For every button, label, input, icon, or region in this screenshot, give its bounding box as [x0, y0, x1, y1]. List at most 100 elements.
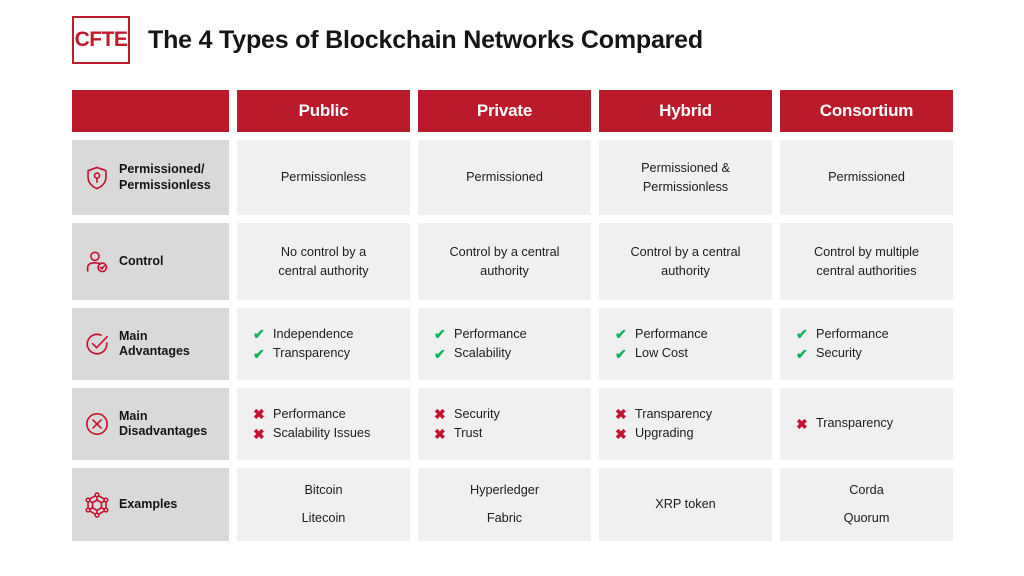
cell-permissioned-permissionless-public: Permissionless — [237, 140, 410, 215]
cell-line: Quorum — [843, 510, 890, 525]
bullet-item: ✖ Security — [434, 405, 500, 424]
cell-examples-hybrid: XRP token — [599, 468, 772, 541]
row-label-text: Permissioned/ Permissionless — [119, 162, 211, 192]
x-circle-icon — [86, 413, 108, 435]
bullet-item: ✖ Performance — [253, 405, 346, 424]
check-icon: ✔ — [615, 345, 627, 362]
header: CFTE The 4 Types of Blockchain Networks … — [72, 16, 703, 64]
cross-icon: ✖ — [796, 415, 808, 432]
check-icon: ✔ — [253, 326, 265, 343]
cell-line: No control by a — [280, 245, 367, 260]
cell-line: authority — [480, 263, 529, 278]
cell-permissioned-permissionless-hybrid: Permissioned & Permissionless — [599, 140, 772, 215]
cell-line: Permissionless — [280, 170, 367, 185]
bullet-label: Security — [454, 406, 500, 421]
cross-icon: ✖ — [615, 406, 627, 423]
cell-line: Control by a central — [630, 245, 741, 260]
row-label-main-disadvantages: Main Disadvantages — [72, 388, 229, 460]
bullet-label: Transparency — [816, 416, 894, 431]
network-node-icon — [85, 491, 109, 518]
row-label-main-advantages: Main Advantages — [72, 308, 229, 380]
bullet-item: ✔Security — [796, 344, 862, 363]
check-icon: ✔ — [615, 326, 627, 343]
bullet-item: ✖Transparency — [615, 405, 712, 424]
check-circle-icon — [86, 333, 108, 355]
table-header-private: Private — [418, 90, 591, 132]
row-label-permissioned-permissionless: Permissioned/ Permissionless — [72, 140, 229, 215]
bullet-label: Performance — [816, 326, 889, 341]
cell-line: authority — [661, 263, 710, 278]
row-label-control: Control — [72, 223, 229, 300]
cell-line: Control by multiple — [813, 245, 920, 260]
cross-icon: ✖ — [253, 425, 265, 442]
table-header-label: Consortium — [819, 101, 914, 120]
cfte-logo: CFTE — [72, 16, 130, 64]
cfte-logo-text: CFTE — [74, 28, 128, 51]
cell-line: central authority — [278, 263, 369, 278]
bullet-item: ✔ Scalability — [434, 344, 511, 363]
cell-permissioned-permissionless-private: Permissioned — [418, 140, 591, 215]
check-icon: ✔ — [434, 326, 446, 343]
bullet-item: ✖Trust — [434, 424, 482, 443]
bullet-item: ✔ Independence — [253, 325, 353, 344]
cell-main-disadvantages-public: ✖ Performance ✖ Scalability Issues — [237, 388, 410, 460]
cell-line: Bitcoin — [304, 483, 343, 498]
cell-line: Hyperledger — [469, 483, 540, 498]
cell-main-disadvantages-hybrid: ✖Transparency✖ Upgrading — [599, 388, 772, 460]
cell-line: Litecoin — [301, 510, 346, 525]
bullet-item: ✔ Low Cost — [615, 344, 688, 363]
check-icon: ✔ — [434, 345, 446, 362]
cell-main-advantages-private: ✔Performance✔Scalability — [418, 308, 591, 380]
check-icon: ✔ — [796, 345, 808, 362]
cell-line: Permissionless — [642, 179, 729, 194]
table-header-corner — [72, 90, 229, 132]
table-header-hybrid: Hybrid — [599, 90, 772, 132]
cell-main-advantages-consortium: ✔ Performance ✔Security — [780, 308, 953, 380]
row-label-text: Examples — [119, 496, 178, 511]
cell-line: Permissioned & — [641, 161, 730, 176]
bullet-item: ✖ Upgrading — [615, 424, 694, 443]
page-title: The 4 Types of Blockchain Networks Compa… — [148, 25, 703, 54]
bullet-label: Transparency — [273, 346, 351, 360]
cell-line: Control by a central — [449, 245, 560, 260]
cross-icon: ✖ — [434, 425, 446, 442]
row-label-text: Main Disadvantages — [119, 408, 208, 438]
bullet-label: Independence — [273, 326, 354, 341]
table-header-label: Public — [298, 101, 349, 120]
check-icon: ✔ — [253, 345, 265, 362]
bullet-label: Low Cost — [635, 346, 688, 360]
table-header-label: Hybrid — [659, 101, 712, 120]
table-header-consortium: Consortium — [780, 90, 953, 132]
bullet-item: ✔ Transparency — [253, 344, 350, 363]
cross-icon: ✖ — [434, 406, 446, 423]
row-label-text: Control — [119, 253, 164, 268]
bullet-item: ✖ Transparency — [796, 414, 893, 433]
bullet-label: Scalability — [454, 346, 512, 360]
cell-main-advantages-public: ✔ Independence ✔ Transparency — [237, 308, 410, 380]
cell-permissioned-permissionless-consortium: Permissioned — [780, 140, 953, 215]
bullet-label: Performance — [273, 406, 346, 421]
cell-main-disadvantages-consortium: ✖ Transparency — [780, 388, 953, 460]
row-label-text: Main Advantages — [119, 328, 190, 358]
bullet-label: Scalability Issues — [273, 426, 371, 440]
check-icon: ✔ — [796, 326, 808, 343]
shield-keyhole-icon — [87, 166, 107, 189]
bullet-item: ✔ Performance — [615, 325, 708, 344]
bullet-label: Performance — [635, 326, 708, 341]
table-header-public: Public — [237, 90, 410, 132]
cell-control-public: No control by a central authority — [237, 223, 410, 300]
bullet-item: ✖ Scalability Issues — [253, 424, 370, 443]
bullet-label: Upgrading — [635, 426, 694, 440]
cross-icon: ✖ — [615, 425, 627, 442]
cell-main-advantages-hybrid: ✔ Performance ✔ Low Cost — [599, 308, 772, 380]
cross-icon: ✖ — [253, 406, 265, 423]
user-check-icon — [86, 250, 108, 272]
cell-main-disadvantages-private: ✖ Security ✖Trust — [418, 388, 591, 460]
cell-line: Permissioned — [828, 170, 905, 185]
